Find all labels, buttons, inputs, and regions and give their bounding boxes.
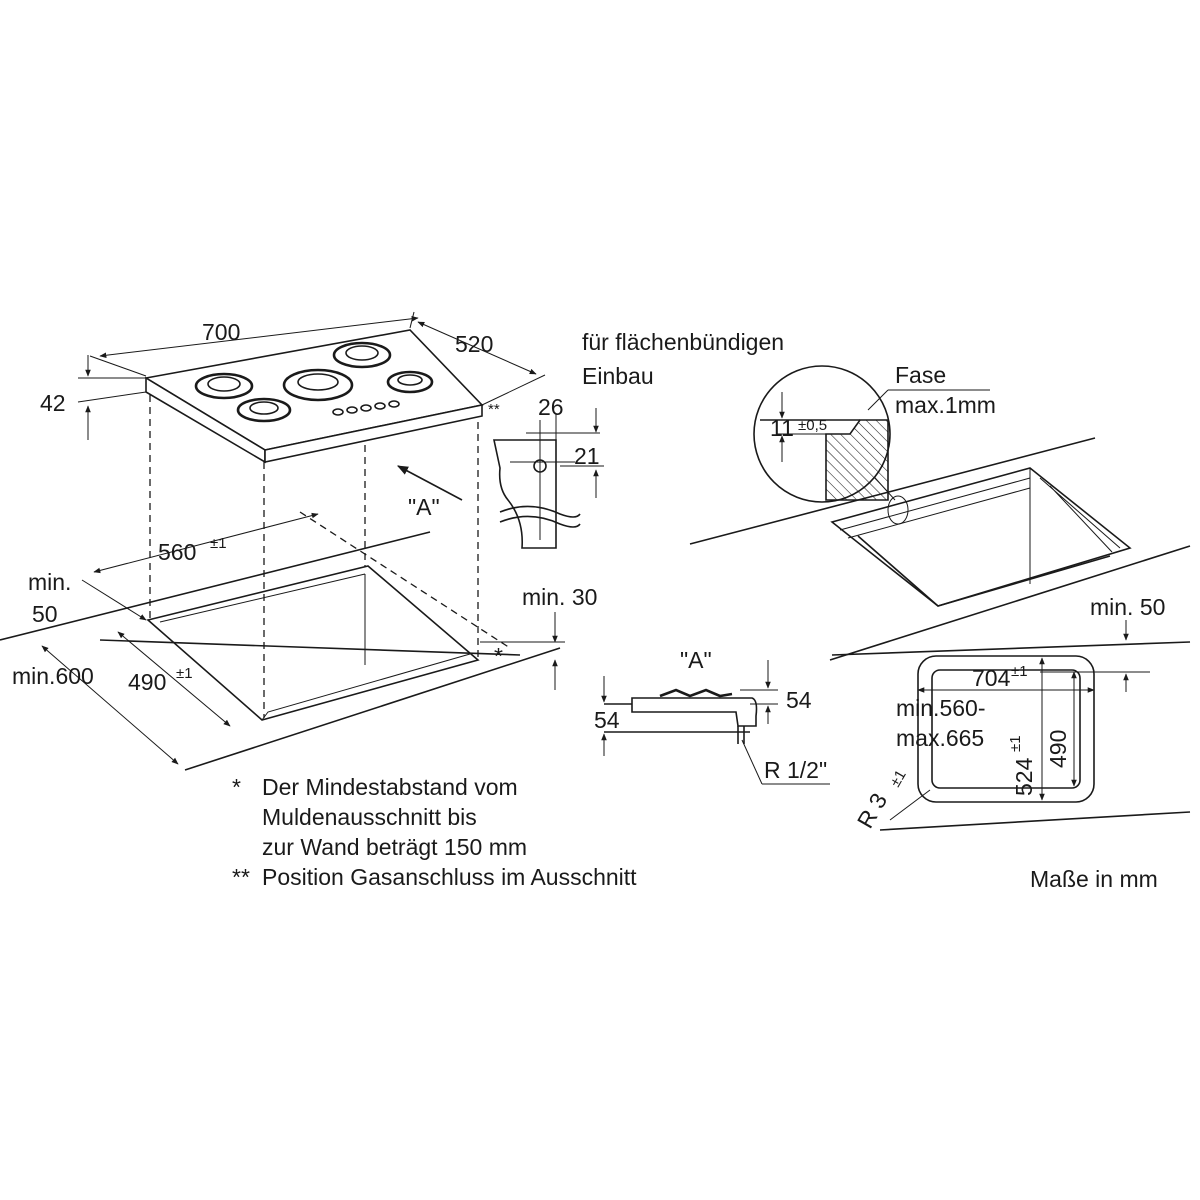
dim-height-value: 42 xyxy=(40,390,66,416)
dim-cutout-depth-value: 490 xyxy=(128,669,166,695)
burner-left xyxy=(194,372,254,400)
double-star-marker: ** xyxy=(488,401,500,418)
extension-line xyxy=(89,355,147,377)
single-star-marker: * xyxy=(494,643,503,669)
dimension-line-width xyxy=(99,315,419,359)
gas-bracket-detail xyxy=(493,408,604,549)
dimension-line-cutout-width xyxy=(93,512,319,574)
extension-line xyxy=(481,374,546,406)
bracket-height-value: 21 xyxy=(574,443,600,469)
side-hob-body xyxy=(631,697,758,727)
flush-mount-view: für flächenbündigen Einbau Fase max.1mm … xyxy=(582,329,1191,833)
plan-radius-leader xyxy=(889,789,931,821)
units-note: Maße in mm xyxy=(1030,866,1158,892)
chamfer-section xyxy=(825,419,889,501)
step-tolerance: ±0,5 xyxy=(798,417,827,434)
plan-outer-cutout xyxy=(917,655,1095,803)
view-a-marker: "A" xyxy=(408,494,440,520)
main-isometric-view: 700 520 42 560 ±1 490 ±1 min. 50 min.600… xyxy=(0,311,604,771)
flush-cutout-floor xyxy=(857,535,1111,607)
footnote-text: zur Wand beträgt 150 mm xyxy=(262,834,528,860)
plan-outer-depth-value: 524 xyxy=(1011,757,1037,796)
dim-cutout-depth-tol: ±1 xyxy=(176,665,193,682)
dim-cutout-width-value: 560 xyxy=(158,539,196,565)
plan-outer-depth-tol: ±1 xyxy=(1007,735,1024,752)
plan-inner-depth-value: 490 xyxy=(1045,730,1071,768)
side-bottom-height-value: 54 xyxy=(594,707,620,733)
footnotes: * Der Mindestabstand vom Muldenausschnit… xyxy=(232,772,637,892)
flush-cutout-step xyxy=(839,468,1121,584)
plan-outer-width-tol: ±1 xyxy=(1011,663,1028,680)
dim-min-front-value: 50 xyxy=(32,601,58,627)
dim-min-depth-value: min.600 xyxy=(12,663,94,689)
side-view-title: "A" xyxy=(680,647,712,673)
dimension-line-depth xyxy=(417,321,537,375)
side-top-height-value: 54 xyxy=(786,687,812,713)
plan-inner-cutout xyxy=(931,669,1081,789)
side-view-a: "A" R 1/2" 54 54 xyxy=(594,647,830,785)
plan-outer-width-value: 704 xyxy=(972,665,1011,691)
footnote-text: Der Mindestabstand vom xyxy=(262,774,518,800)
dim-cutout-width-tol: ±1 xyxy=(210,535,227,552)
footnote-1: * Der Mindestabstand vom xyxy=(232,772,637,802)
plan-radius-tol: ±1 xyxy=(887,767,910,790)
plan-range-line2: max.665 xyxy=(896,725,984,751)
dimension-line-min-front xyxy=(81,579,147,621)
worktop-front-edge xyxy=(184,647,561,771)
plan-min-rear-value: min. 50 xyxy=(1090,594,1165,620)
flush-worktop-front-edge xyxy=(829,545,1191,661)
burner-center xyxy=(282,368,354,402)
burner-front xyxy=(236,397,292,423)
worktop-back-edge xyxy=(0,531,431,641)
side-burner-profile xyxy=(659,688,733,698)
plan-back-wall-line xyxy=(831,641,1191,656)
dim-width-value: 700 xyxy=(202,319,240,345)
control-knobs xyxy=(332,400,400,416)
extension-line xyxy=(77,391,147,403)
plan-front-line xyxy=(879,811,1191,831)
footnote-mark: ** xyxy=(232,864,250,890)
chamfer-label: Fase xyxy=(895,362,946,388)
chamfer-leader-line xyxy=(867,389,889,411)
footnote-2: ** Position Gasanschluss im Ausschnitt xyxy=(232,862,637,892)
view-a-arrow xyxy=(397,465,463,501)
footnote-text: Position Gasanschluss im Ausschnitt xyxy=(262,864,637,890)
hob-side-face xyxy=(264,404,483,463)
side-thread-leader xyxy=(741,739,763,785)
side-thread-value: R 1/2" xyxy=(764,757,827,783)
dim-min-front-label: min. xyxy=(28,569,71,595)
plan-radius-value: R 3 xyxy=(852,788,892,832)
detail-reference-mark xyxy=(887,495,909,525)
plan-range-line1: min.560- xyxy=(896,695,985,721)
dimension-line-min-depth xyxy=(41,645,179,765)
flush-title-line1: für flächenbündigen xyxy=(582,329,784,355)
flush-title-line2: Einbau xyxy=(582,363,654,389)
extension-line xyxy=(409,311,415,329)
footnote-text: Muldenausschnitt bis xyxy=(262,804,477,830)
projection-line xyxy=(299,511,511,649)
bracket-width-value: 26 xyxy=(538,394,564,420)
dim-min-gap-value: min. 30 xyxy=(522,584,597,610)
burner-right xyxy=(386,370,434,394)
step-value: 11 xyxy=(770,415,794,441)
flush-worktop-back-edge xyxy=(689,437,1096,545)
flush-cutout-rim xyxy=(830,467,1132,607)
dim-depth-value: 520 xyxy=(455,331,493,357)
footnote-mark: * xyxy=(232,774,241,800)
chamfer-max-value: max.1mm xyxy=(895,392,996,418)
